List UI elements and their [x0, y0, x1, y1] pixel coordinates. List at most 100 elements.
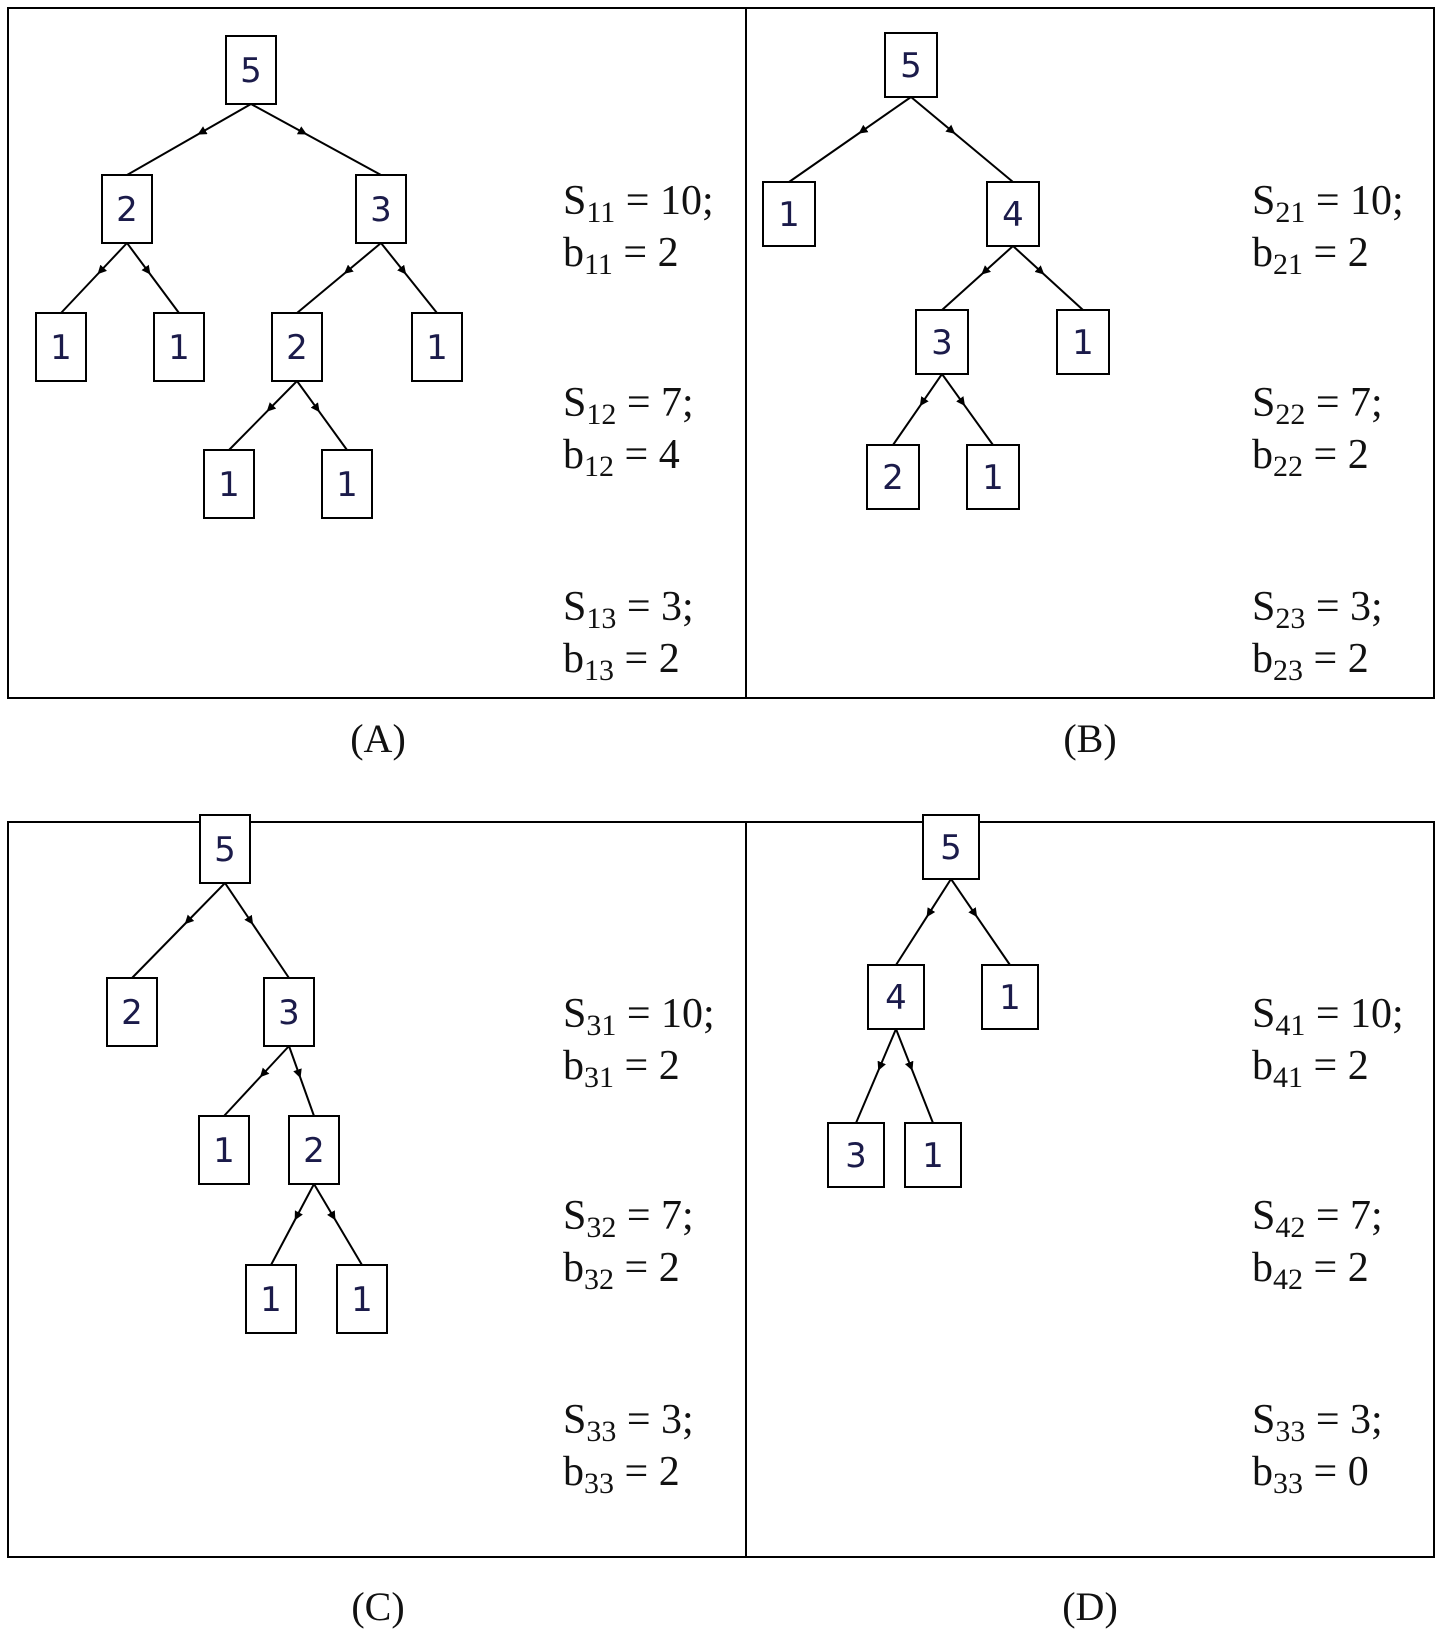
equation-b: b21 = 2 [1252, 230, 1369, 281]
tree-edge-arrow [223, 1045, 290, 1117]
equation-s: S23 = 3; [1252, 584, 1383, 635]
tree-node-box [986, 181, 1040, 247]
tree-node: 3 [915, 309, 969, 375]
equation-b: b42 = 2 [1252, 1245, 1369, 1296]
tree-node-value: 3 [370, 190, 392, 230]
tree-edge-arrow [313, 1183, 363, 1266]
tree-node-value: 1 [168, 328, 190, 368]
equation-s: S21 = 10; [1252, 178, 1404, 229]
tree-node: 2 [101, 174, 153, 244]
tree-node: 5 [199, 814, 251, 884]
tree-node-box [915, 309, 969, 375]
tree-node-box [198, 1115, 250, 1185]
tree-node: 1 [904, 1122, 962, 1188]
tree-node-value: 1 [922, 1136, 944, 1176]
panel-caption-b: (B) [1063, 716, 1116, 761]
tree-edge-arrow [270, 1183, 315, 1266]
tree-edge-arrow [892, 373, 943, 446]
tree-edge-arrow [788, 96, 912, 183]
tree-node-box [355, 174, 407, 244]
equation-b: b33 = 2 [563, 1449, 680, 1500]
equation-s: S31 = 10; [563, 991, 715, 1042]
equation-b: b32 = 2 [563, 1245, 680, 1296]
tree-edge-arrow [910, 96, 1014, 183]
equation-b: b23 = 2 [1252, 636, 1369, 687]
tree-node: 4 [867, 964, 925, 1030]
tree-node-box [981, 964, 1039, 1030]
tree-edge-arrow [855, 1028, 897, 1124]
tree-node-box [153, 312, 205, 382]
tree-node: 1 [411, 312, 463, 382]
tree-node-value: 1 [778, 195, 800, 235]
tree-node-box [199, 814, 251, 884]
tree-edge-arrow [941, 373, 994, 446]
equation-s: S41 = 10; [1252, 991, 1404, 1042]
tree-node-value: 2 [121, 993, 143, 1033]
tree-node-value: 1 [50, 328, 72, 368]
tree-node: 2 [866, 444, 920, 510]
equation-s: S22 = 7; [1252, 380, 1383, 431]
tree-node-value: 3 [931, 323, 953, 363]
tree-node-value: 2 [303, 1131, 325, 1171]
tree-node-box [101, 174, 153, 244]
tree-node: 2 [106, 977, 158, 1047]
tree-node: 1 [762, 181, 816, 247]
tree-node-box [263, 977, 315, 1047]
tree-edge-arrow [60, 242, 128, 314]
equation-s: S12 = 7; [563, 380, 694, 431]
panel-caption-d: (D) [1062, 1584, 1118, 1629]
tree-edge-arrow [950, 878, 1011, 966]
tree-node-value: 4 [1002, 195, 1024, 235]
equation-b: b11 = 2 [563, 230, 679, 281]
tree-node: 1 [336, 1264, 388, 1334]
tree-edge-arrow [895, 878, 952, 966]
tree-node-value: 5 [214, 830, 236, 870]
equation-b: b13 = 2 [563, 636, 680, 687]
tree-node-value: 5 [900, 46, 922, 86]
tree-node-box [225, 35, 277, 105]
tree-node-value: 1 [213, 1131, 235, 1171]
tree-node: 1 [153, 312, 205, 382]
tree-node: 3 [263, 977, 315, 1047]
tree-node-box [922, 814, 980, 880]
tree-node: 1 [35, 312, 87, 382]
equation-s: S11 = 10; [563, 178, 714, 229]
tree-node-box [411, 312, 463, 382]
tree-node: 5 [225, 35, 277, 105]
tree-node: 1 [966, 444, 1020, 510]
tree-node-value: 1 [336, 465, 358, 505]
tree-node-value: 3 [278, 993, 300, 1033]
tree-edge-arrow [941, 245, 1014, 311]
tree-node: 1 [198, 1115, 250, 1185]
equation-s: S13 = 3; [563, 584, 694, 635]
tree-node: 2 [271, 312, 323, 382]
tree-node: 5 [922, 814, 980, 880]
tree-edge-arrow [126, 103, 252, 176]
tree-node-value: 2 [882, 458, 904, 498]
tree-node-value: 2 [116, 190, 138, 230]
panel-frame-c [7, 821, 747, 1558]
tree-edge-arrow [126, 242, 180, 314]
tree-node: 3 [355, 174, 407, 244]
tree-node: 2 [288, 1115, 340, 1185]
tree-node: 4 [986, 181, 1040, 247]
tree-node: 5 [884, 32, 938, 98]
tree-edge-arrow [380, 242, 438, 314]
tree-edge-arrow [224, 882, 290, 979]
tree-node-box [321, 449, 373, 519]
tree-edge-arrow [288, 1045, 315, 1117]
tree-edge-arrow [895, 1028, 934, 1124]
tree-node-box [884, 32, 938, 98]
tree-node-value: 1 [260, 1280, 282, 1320]
panel-frame-b [745, 7, 1435, 699]
tree-edge-arrow [228, 380, 298, 451]
tree-node-value: 1 [999, 978, 1021, 1018]
panel-frame-d [745, 821, 1435, 1558]
tree-edge-arrow [296, 380, 348, 451]
tree-node-box [1056, 309, 1110, 375]
equation-s: S33 = 3; [1252, 1397, 1383, 1448]
panel-caption-a: (A) [350, 716, 406, 761]
tree-node-box [271, 312, 323, 382]
equation-s: S42 = 7; [1252, 1193, 1383, 1244]
